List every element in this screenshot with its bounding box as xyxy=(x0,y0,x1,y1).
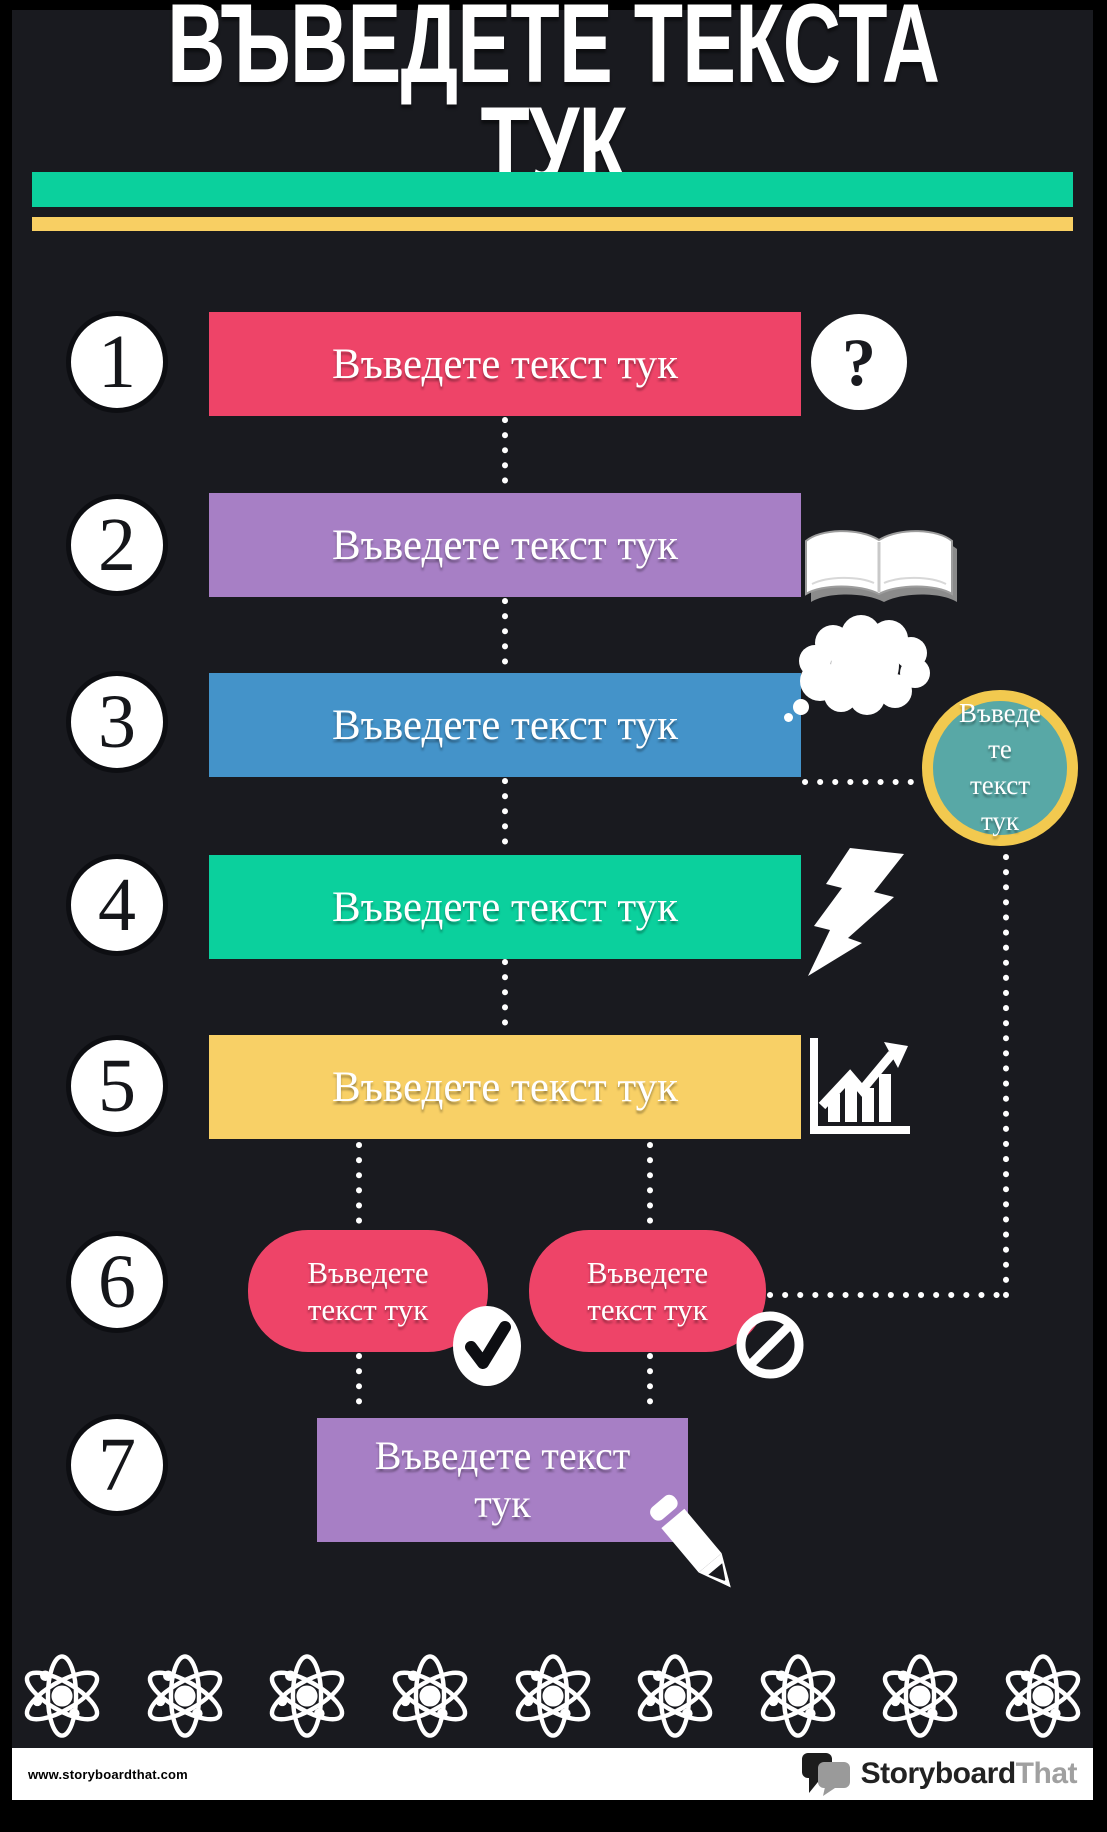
title-line-1: ВЪВЕДЕТЕ ТЕКСТА xyxy=(167,0,940,106)
step-3-placeholder-text: Въведете текст тук xyxy=(331,701,678,749)
step-number-2: 2 xyxy=(66,494,168,596)
atom-icon xyxy=(999,1652,1087,1740)
step-4-placeholder-text: Въведете текст тук xyxy=(331,883,678,931)
callout-circle[interactable]: Въведе те текст тук xyxy=(922,690,1078,846)
green-divider-bar xyxy=(32,172,1073,207)
step-number-1: 1 xyxy=(66,311,168,413)
step-number-4: 4 xyxy=(66,854,168,956)
step-6-option-no[interactable]: Въведете текст тук xyxy=(529,1230,766,1352)
step-number-5: 5 xyxy=(66,1035,168,1137)
step-1-placeholder-text: Въведете текст тук xyxy=(331,340,678,388)
checkmark-icon xyxy=(453,1306,521,1386)
lightning-bolt-icon xyxy=(808,848,904,976)
pencil-icon xyxy=(650,1494,731,1588)
yellow-divider-bar xyxy=(32,217,1073,231)
step-6-option-yes[interactable]: Въведете текст тук xyxy=(248,1230,488,1352)
step-2-text-bar[interactable]: Въведете текст тук xyxy=(209,493,801,597)
step-number-3: 3 xyxy=(66,671,168,773)
step-4-text-bar[interactable]: Въведете текст тук xyxy=(209,855,801,959)
atom-icon xyxy=(754,1652,842,1740)
atom-icon xyxy=(509,1652,597,1740)
speech-bubbles-icon xyxy=(801,1753,850,1796)
growth-chart-icon xyxy=(810,1038,910,1134)
brand-name-storyboard: Storyboard xyxy=(860,1757,1017,1790)
question-icon: ? xyxy=(811,314,907,410)
step-number-7: 7 xyxy=(66,1414,168,1516)
step-7-text-box[interactable]: Въведете текст тук xyxy=(317,1418,688,1542)
atom-icon xyxy=(18,1652,106,1740)
atom-icon xyxy=(386,1652,474,1740)
open-book-icon xyxy=(805,530,957,602)
thought-cloud-trail-dot xyxy=(784,713,793,722)
thought-cloud-trail-dot xyxy=(793,699,809,715)
step-3-text-bar[interactable]: Въведете текст тук xyxy=(209,673,801,777)
atom-icon xyxy=(876,1652,964,1740)
atom-icon xyxy=(141,1652,229,1740)
footer-url[interactable]: www.storyboardthat.com xyxy=(28,1766,188,1782)
step-number-6: 6 xyxy=(66,1231,168,1333)
atom-icon xyxy=(631,1652,719,1740)
footer-strip: www.storyboardthat.com StoryboardThat xyxy=(12,1748,1093,1800)
step-1-text-bar[interactable]: Въведете текст тук xyxy=(209,312,801,416)
step-5-placeholder-text: Въведете текст тук xyxy=(331,1063,678,1111)
atom-icon xyxy=(263,1652,351,1740)
poster-title[interactable]: ВЪВЕДЕТЕ ТЕКСТА ТУК xyxy=(0,0,1107,203)
step-5-text-bar[interactable]: Въведете текст тук xyxy=(209,1035,801,1139)
brand-name-that: That xyxy=(1015,1757,1078,1790)
storyboardthat-logo: StoryboardThat xyxy=(801,1751,1078,1797)
prohibited-icon xyxy=(736,1311,804,1379)
atom-icon-row xyxy=(12,1650,1093,1742)
thought-cloud-icon xyxy=(799,615,930,715)
step-2-placeholder-text: Въведете текст тук xyxy=(331,521,678,569)
